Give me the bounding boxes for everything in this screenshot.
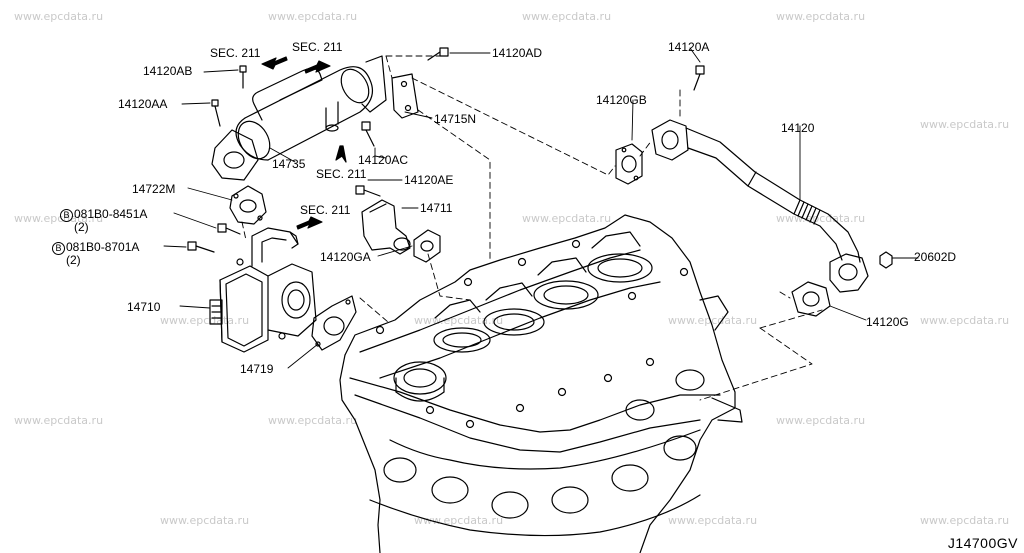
watermark: www.epcdata.ru (776, 10, 866, 23)
watermark: www.epcdata.ru (522, 10, 612, 23)
bolt-symbol-icon: B (52, 242, 65, 255)
label-14120AE: 14120AE (404, 173, 454, 187)
label-14120GB: 14120GB (596, 93, 647, 107)
bolt-part-number: 081B0-8451A (74, 207, 148, 221)
label-sec211-mid: SEC. 211 (316, 167, 367, 181)
label-14120GA: 14120GA (320, 250, 371, 264)
gasket-14719 (311, 295, 357, 351)
part-14711 (361, 199, 411, 255)
gasket-14715N (391, 73, 419, 119)
label-bolt-8451A-qty: (2) (74, 220, 89, 234)
bolt-part-number: 081B0-8701A (66, 240, 140, 254)
gasket-14120G (791, 281, 831, 317)
gasket-14120GB (615, 143, 643, 185)
label-14120AB: 14120AB (143, 64, 193, 78)
label-bolt-8701A-qty: (2) (66, 253, 81, 267)
watermark: www.epcdata.ru (14, 10, 104, 23)
label-14120AC: 14120AC (358, 153, 409, 167)
bolt-symbol-icon: B (60, 209, 73, 222)
label-14710: 14710 (127, 300, 161, 314)
watermark: www.epcdata.ru (776, 414, 866, 427)
label-14715N: 14715N (434, 112, 477, 126)
watermark: www.epcdata.ru (668, 314, 758, 327)
label-14735: 14735 (272, 157, 306, 171)
label-sec211-lower: SEC. 211 (300, 203, 351, 217)
leader-lines (163, 47, 919, 369)
label-14120A: 14120A (668, 40, 710, 54)
label-sec211-top: SEC. 211 (292, 40, 343, 54)
watermark: www.epcdata.ru (14, 414, 104, 427)
egr-tube (651, 119, 893, 293)
watermark: www.epcdata.ru (268, 414, 358, 427)
bolts (187, 47, 705, 253)
label-sec211-left: SEC. 211 (210, 46, 261, 60)
watermark: www.epcdata.ru (268, 10, 358, 23)
egr-valve (209, 227, 317, 353)
cylinder-head (339, 214, 743, 553)
section-arrows (261, 56, 347, 230)
watermark: www.epcdata.ru (160, 514, 250, 527)
assembly-lines (241, 55, 823, 401)
watermark: www.epcdata.ru (522, 212, 612, 225)
label-14719: 14719 (240, 362, 274, 376)
gasket-14120GA (413, 229, 441, 263)
watermark: www.epcdata.ru (414, 514, 504, 527)
diagram-code: J14700GV (947, 535, 1018, 551)
label-14120AA: 14120AA (118, 97, 168, 111)
label-20602D: 20602D (914, 250, 957, 264)
label-14120G: 14120G (866, 315, 909, 329)
label-14120AD: 14120AD (492, 46, 543, 60)
watermark: www.epcdata.ru (920, 314, 1010, 327)
watermark: www.epcdata.ru (668, 514, 758, 527)
watermark: www.epcdata.ru (920, 514, 1010, 527)
watermark: www.epcdata.ru (14, 212, 104, 225)
label-14722M: 14722M (132, 182, 176, 196)
gasket-14722M (229, 185, 267, 225)
label-14711: 14711 (420, 201, 453, 215)
watermark: www.epcdata.ru (920, 118, 1010, 131)
label-14120: 14120 (781, 121, 815, 135)
